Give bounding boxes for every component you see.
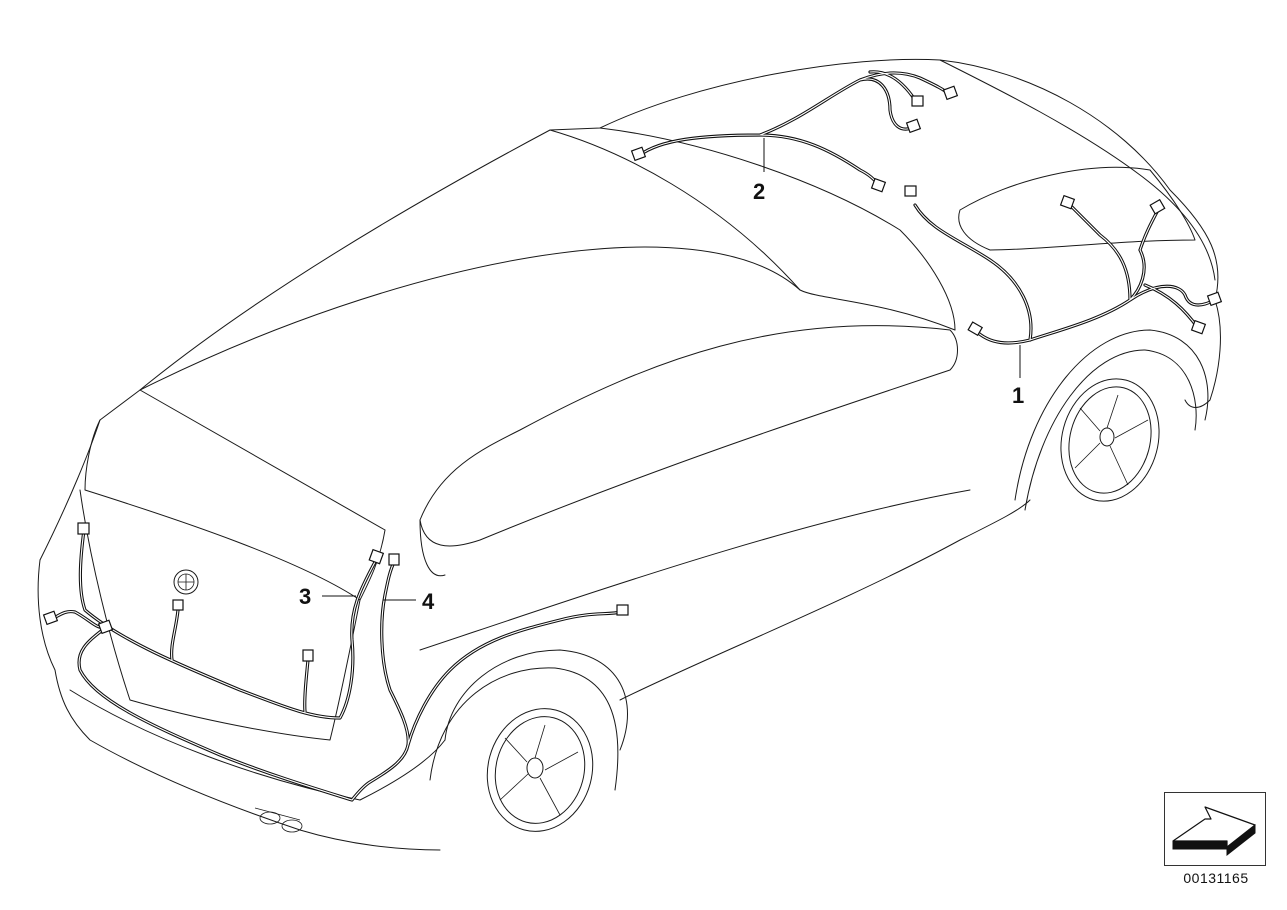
callout-1-label: 1 [1012,383,1024,408]
callout-4-label: 4 [422,589,435,614]
harness-1 [904,185,1223,345]
front-wheel [1060,378,1160,502]
callout-3-label: 3 [299,584,311,609]
callout-4: 4 [383,589,435,614]
reference-number: 00131165 [1183,870,1249,886]
roundel-emblem-icon [173,569,199,595]
callout-2: 2 [753,138,765,204]
arrow-right-icon [1172,806,1256,857]
harness-3 [77,522,385,720]
car-body-outline [37,58,1221,851]
harness-4 [42,553,629,802]
callout-2-label: 2 [753,179,765,204]
reference-nav-box[interactable] [1164,792,1266,866]
callout-3: 3 [299,584,356,609]
harness-2 [630,70,959,193]
rear-wheel [486,708,594,832]
callout-1: 1 [1012,345,1024,408]
